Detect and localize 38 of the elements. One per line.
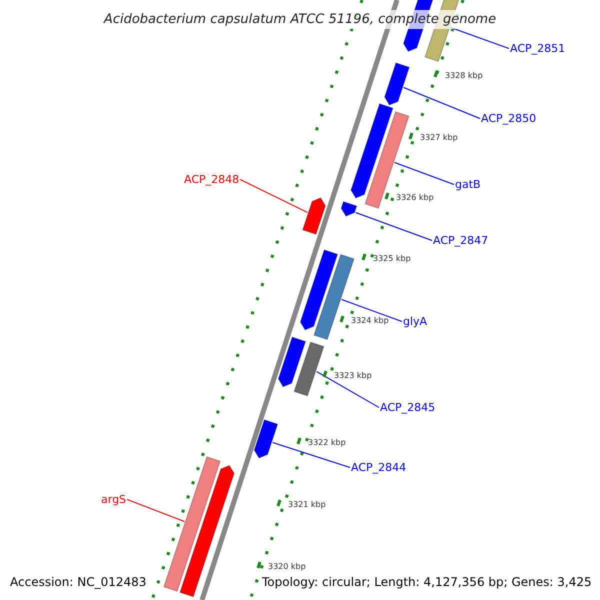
scale-label: 3323 kbp: [334, 372, 372, 380]
leader-line: [355, 212, 432, 241]
leader-line: [272, 442, 350, 468]
footer-text: Topology: circular; Length: 4,127,356 bp; Genes: 3,425: [262, 576, 592, 588]
gene-label: ACP_2847: [433, 235, 488, 246]
gene-label: ACP_2845: [380, 402, 436, 413]
scale-label: 3324 kbp: [351, 317, 389, 325]
leader-line: [394, 162, 454, 185]
scale-label: 3325 kbp: [373, 255, 411, 263]
gene-bar: [163, 456, 221, 592]
gene-label: ACP_2850: [481, 113, 536, 124]
leader-line: [240, 179, 308, 213]
gene-label: ACP_2851: [510, 43, 566, 54]
gene-feature-block: [384, 62, 410, 106]
scale-label: 3326 kbp: [396, 194, 434, 202]
leader-line: [403, 87, 480, 119]
gene-feature-block: [350, 103, 394, 199]
leader-line: [126, 499, 185, 522]
gene-feature-block: [340, 201, 358, 217]
scale-label: 3328 kbp: [445, 72, 483, 80]
scale-label: 3320 kbp: [268, 563, 306, 571]
gene-feature-block: [278, 336, 306, 388]
scale-label: 3321 kbp: [288, 501, 326, 509]
gene-bar: [294, 341, 324, 397]
gene-label: ACP_2844: [351, 462, 406, 473]
scale-label: 3327 kbp: [420, 134, 458, 142]
leader-line: [316, 371, 380, 408]
gene-feature-block: [179, 464, 235, 598]
gene-feature-block: [300, 249, 338, 331]
gene-label: argS: [101, 494, 126, 505]
scale-label: 3322 kbp: [308, 439, 346, 447]
gene-feature-block: [302, 197, 326, 235]
gene-label: glyA: [403, 316, 428, 327]
footer-text: Accession: NC_012483: [10, 576, 146, 588]
gene-label: ACP_2848: [184, 174, 240, 185]
gene-feature-block: [254, 419, 278, 459]
gene-label: gatB: [455, 179, 481, 190]
leader-line: [341, 299, 402, 322]
